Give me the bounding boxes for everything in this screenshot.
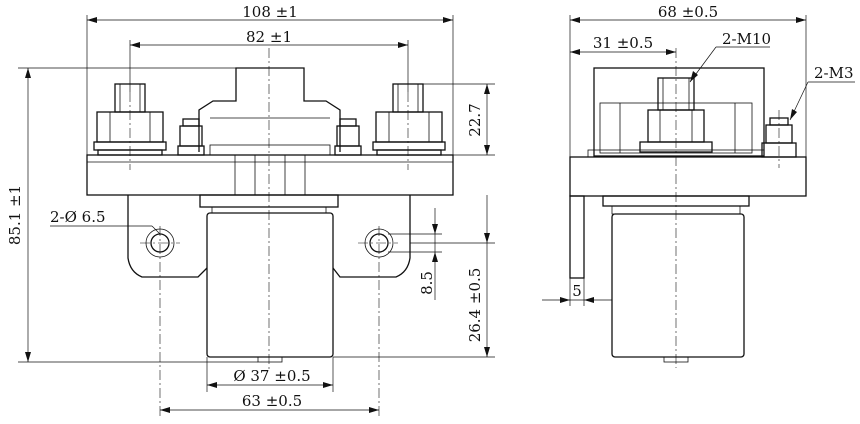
dim-terminal-offset: 31 ±0.5 — [593, 34, 653, 52]
left-terminal-stud — [93, 83, 167, 156]
side-aux-screw — [761, 117, 797, 158]
aux-screw-left — [177, 118, 205, 156]
label-main-thread: 2-M10 — [722, 30, 771, 48]
dim-overall-height: 85.1 ±1 — [6, 185, 24, 245]
dim-slot-height: 8.5 — [418, 271, 436, 295]
side-bracket — [569, 195, 585, 279]
dim-terminal-spacing: 82 ±1 — [246, 28, 292, 46]
side-main-stud — [639, 77, 713, 153]
dim-mount-holes: 2-Ø 6.5 — [50, 208, 106, 226]
base-plate — [86, 154, 454, 196]
coil-body — [206, 212, 334, 358]
dim-bracket-thickness: 5 — [572, 282, 582, 300]
terminal-cap — [198, 67, 341, 152]
left-mount-foot — [127, 195, 208, 278]
dim-body-height: 26.4 ±0.5 — [466, 268, 484, 343]
dim-terminal-height: 22.7 — [466, 103, 484, 136]
front-view: 108 ±1 82 ±1 22.7 85.1 ±1 2-Ø 6.5 8.5 — [6, 3, 495, 418]
label-aux-thread: 2-M3 — [814, 64, 854, 82]
dim-hole-spacing: 63 ±0.5 — [242, 392, 302, 410]
mount-hole-right — [369, 233, 389, 253]
side-coil-body — [611, 213, 745, 358]
side-view: 68 ±0.5 31 ±0.5 2-M10 2-M3 5 — [542, 3, 855, 368]
dim-body-diameter: Ø 37 ±0.5 — [233, 367, 310, 385]
side-base-plate — [569, 156, 807, 197]
right-terminal-stud — [372, 83, 446, 156]
dim-overall-width: 108 ±1 — [242, 3, 298, 21]
side-housing — [593, 67, 765, 157]
right-mount-foot — [332, 195, 411, 278]
aux-screw-right — [334, 118, 362, 156]
dim-side-width: 68 ±0.5 — [658, 3, 718, 21]
